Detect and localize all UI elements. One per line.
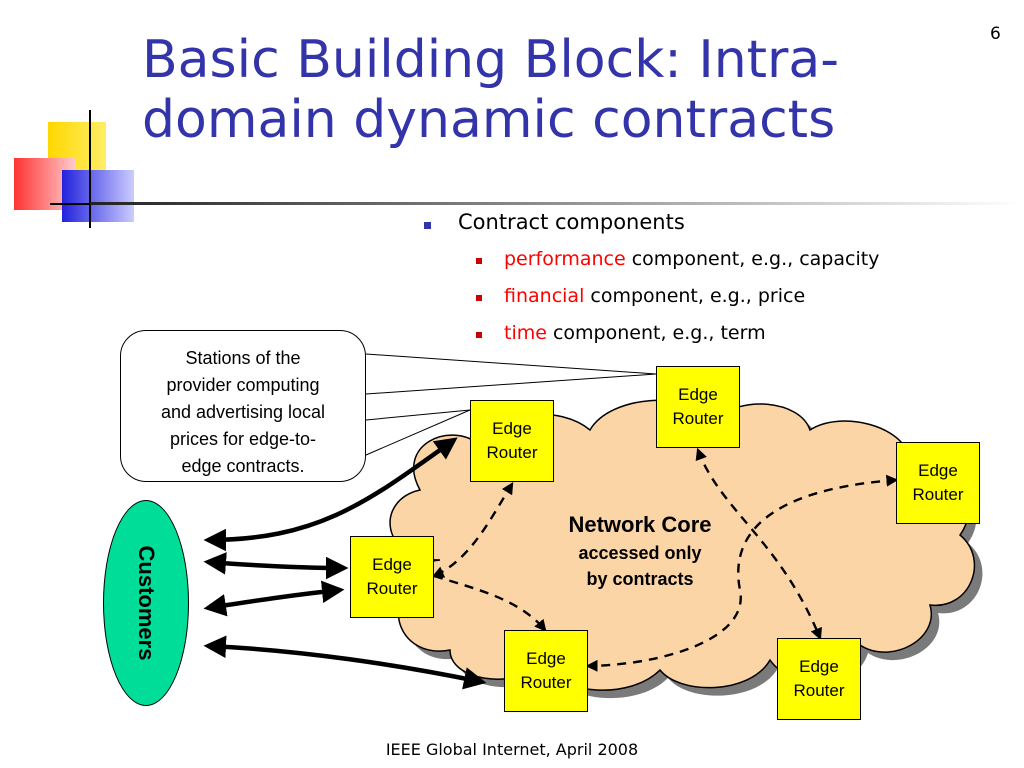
callout-line: provider computing [166, 375, 320, 395]
bullet-financial: financial component, e.g., price [420, 285, 879, 322]
router-line: Edge [918, 461, 958, 480]
customers-ellipse: Customers [103, 500, 189, 706]
bullet-performance: performance component, e.g., capacity [420, 248, 879, 285]
router-line: Edge [492, 419, 532, 438]
customers-label: Customers [134, 545, 159, 661]
blue-square [62, 170, 134, 222]
customer-arrows [203, 437, 487, 690]
router-line: Router [366, 579, 418, 598]
title-rule [90, 202, 1024, 205]
bullet-highlight: financial [504, 285, 585, 307]
router-line: Edge [526, 649, 566, 668]
customer-arrow [203, 437, 458, 552]
bullet-highlight: time [504, 322, 547, 344]
customer-arrow [203, 635, 487, 690]
network-core-title: Network Core [568, 512, 712, 537]
network-core-subtitle: accessed only by contracts [520, 540, 760, 592]
router-line: Router [672, 409, 724, 428]
title-line-2: domain dynamic contracts [142, 90, 836, 150]
title-line-1: Basic Building Block: Intra- [142, 30, 840, 90]
router-line: Router [486, 443, 538, 462]
router-line: Edge [372, 555, 412, 574]
router-line: Router [912, 485, 964, 504]
router-line: Edge [678, 385, 718, 404]
bullet-text: component, e.g., capacity [625, 248, 880, 270]
contract-link [585, 474, 899, 672]
callout-line: edge contracts. [181, 456, 305, 476]
slide-footer: IEEE Global Internet, April 2008 [385, 740, 639, 759]
slide-title: Basic Building Block: Intra- domain dyna… [142, 30, 982, 150]
corner-decoration [14, 110, 150, 228]
bullet-main: Contract components [420, 210, 879, 248]
network-core-label: Network Core accessed only by contracts [520, 510, 760, 592]
customer-arrow [203, 580, 345, 617]
bullet-text: component, e.g., price [584, 285, 806, 307]
contract-link [433, 574, 547, 632]
customer-arrow [203, 552, 349, 580]
network-core-subtitle-line: by contracts [586, 569, 694, 589]
router-line: Router [793, 681, 845, 700]
contract-links [431, 447, 899, 672]
callout-line: Stations of the [185, 348, 301, 368]
page-number: 6 [990, 24, 1001, 44]
router-line: Edge [799, 657, 839, 676]
bullet-time: time component, e.g., term [420, 322, 879, 359]
bullet-text: component, e.g., term [546, 322, 766, 344]
stations-callout: Stations of the provider computing and a… [120, 330, 366, 482]
router-line: Router [520, 673, 572, 692]
bullet-list: Contract components performance componen… [420, 210, 879, 359]
bullet-highlight: performance [504, 248, 626, 270]
network-core-subtitle-line: accessed only [578, 543, 702, 563]
callout-line: and advertising local [160, 402, 326, 422]
callout-line: prices for edge-to- [169, 429, 317, 449]
